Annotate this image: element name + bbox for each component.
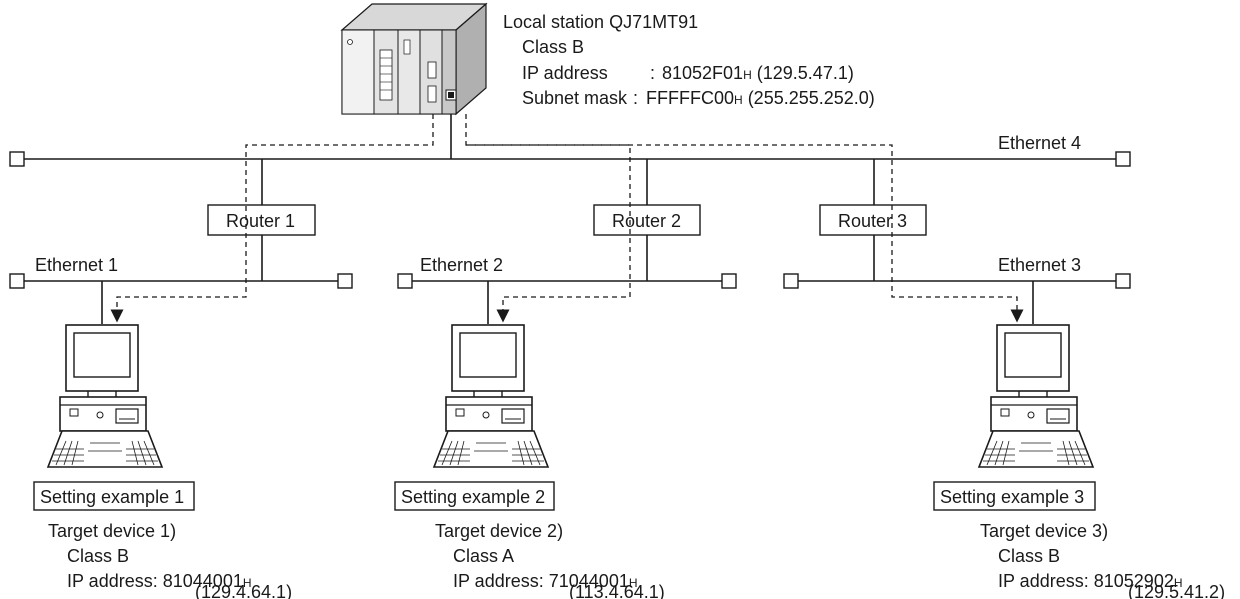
local-station-title: Local station QJ71MT91 xyxy=(503,12,698,32)
target-1-ip-dec: (129.4.64.1) xyxy=(195,582,292,599)
target-1-class: Class B xyxy=(67,546,129,566)
computer-terminal-icon xyxy=(433,324,549,468)
ethernet4-line xyxy=(9,114,1131,167)
line-terminator-icon xyxy=(783,273,799,289)
line-terminator-icon xyxy=(721,273,737,289)
setting-example-1-label: Setting example 1 xyxy=(40,487,184,507)
target-2-class: Class A xyxy=(453,546,514,566)
setting-example-3-label: Setting example 3 xyxy=(940,487,1084,507)
setting-example-2-label: Setting example 2 xyxy=(401,487,545,507)
target-1-title: Target device 1) xyxy=(48,521,176,541)
line-terminator-icon xyxy=(1115,151,1131,167)
communication-paths xyxy=(110,114,1024,323)
router-2-label: Router 2 xyxy=(612,211,681,231)
line-terminator-icon xyxy=(337,273,353,289)
router-2: Router 2 xyxy=(593,204,701,236)
line-terminator-icon xyxy=(1115,273,1131,289)
router-3-label: Router 3 xyxy=(838,211,907,231)
target-1-ip: IP address: 81044001H xyxy=(67,571,252,591)
line-terminator-icon xyxy=(9,151,25,167)
target-3-title: Target device 3) xyxy=(980,521,1108,541)
setting-example-1: Setting example 1 xyxy=(33,481,195,511)
target-2-ip-dec: (113.4.64.1) xyxy=(569,582,665,599)
router-links xyxy=(261,159,875,281)
target-3-ip-dec: (129.5.41.2) xyxy=(1128,582,1225,599)
local-station-class: Class B xyxy=(522,37,584,57)
setting-example-3: Setting example 3 xyxy=(933,481,1096,511)
subnet-lines xyxy=(24,280,1116,324)
ethernet4-label: Ethernet 4 xyxy=(998,133,1081,153)
computer-terminal-icon xyxy=(47,324,163,468)
local-station-ip-label: IP address xyxy=(522,63,608,83)
target-3-ip: IP address: 81052902H xyxy=(998,571,1183,591)
target-device-1: Target device 1) Class B IP address: 810… xyxy=(48,521,292,599)
target-device-2: Target device 2) Class A IP address: 710… xyxy=(435,521,665,599)
line-terminator-icon xyxy=(9,273,25,289)
ethernet2-label: Ethernet 2 xyxy=(420,255,503,275)
ethernet1-label: Ethernet 1 xyxy=(35,255,118,275)
local-station-mask-value: FFFFFC00H (255.255.252.0) xyxy=(646,88,875,108)
local-station-ip-sep: : xyxy=(650,63,655,83)
local-station-mask-label: Subnet mask xyxy=(522,88,628,108)
plc-module-icon xyxy=(340,2,488,116)
target-device-3: Target device 3) Class B IP address: 810… xyxy=(980,521,1225,599)
router-1-label: Router 1 xyxy=(226,211,295,231)
local-station-mask-sep: : xyxy=(633,88,638,108)
router-1: Router 1 xyxy=(207,204,316,236)
target-2-ip: IP address: 71044001H xyxy=(453,571,638,591)
setting-example-2: Setting example 2 xyxy=(394,481,555,511)
line-terminator-icon xyxy=(397,273,413,289)
router-3: Router 3 xyxy=(819,204,927,236)
target-2-title: Target device 2) xyxy=(435,521,563,541)
computer-terminal-icon xyxy=(978,324,1094,468)
ethernet3-label: Ethernet 3 xyxy=(998,255,1081,275)
target-3-class: Class B xyxy=(998,546,1060,566)
local-station-ip-value: 81052F01H (129.5.47.1) xyxy=(662,63,854,83)
